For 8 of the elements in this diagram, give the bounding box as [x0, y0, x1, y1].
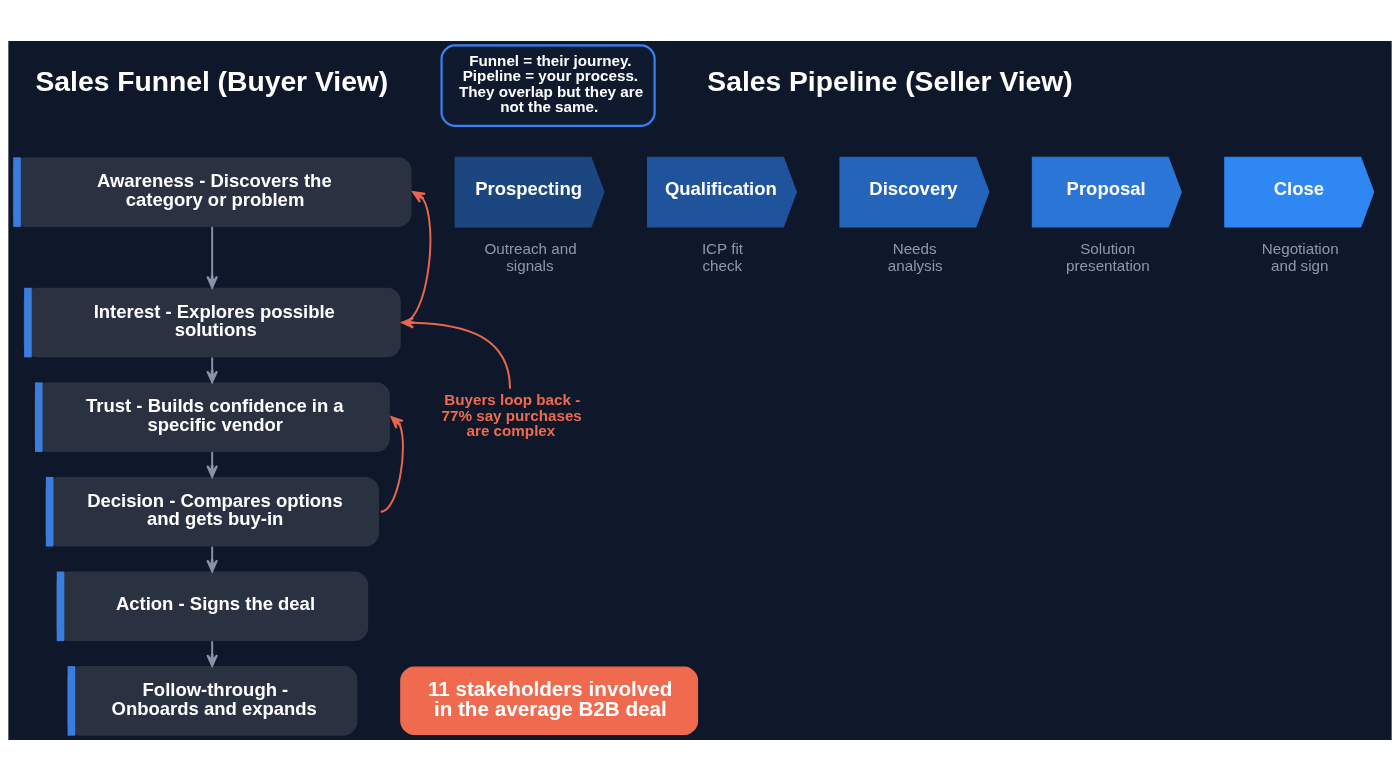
label: Sales Pipeline (Seller View) [707, 65, 1073, 98]
node-label: Outreach and signals [484, 240, 577, 274]
node-label: ICP fit check [701, 240, 744, 274]
label: Sales Funnel (Buyer View) [35, 65, 389, 98]
node-text: Buyers loop back - 77% say purchases are complex [441, 391, 582, 439]
node-label: Negotiation and sign [1261, 240, 1339, 274]
node-label: Solution presentation [1066, 240, 1150, 274]
node-label: Needs analysis [887, 240, 943, 274]
